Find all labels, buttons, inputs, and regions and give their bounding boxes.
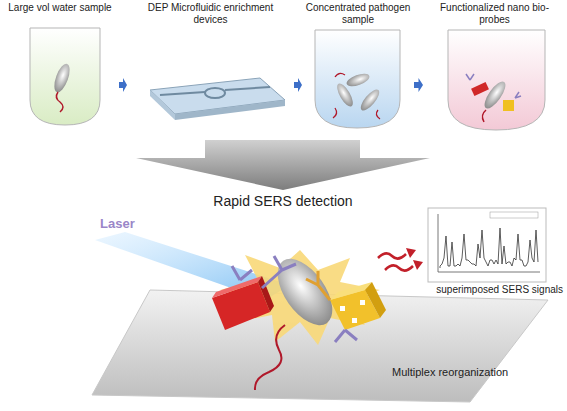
probe-tube: Functionalized nano bio-probes [424, 2, 565, 152]
stage-label: Functionalized nano bio-probes [424, 2, 565, 26]
stage-title: Rapid SERS detection [213, 193, 352, 209]
microfluidic-device: DEP Microfluidic enrichment devices [128, 2, 293, 152]
stage-label: DEP Microfluidic enrichment devices [128, 2, 293, 26]
stage-label: Concentrated pathogen sample [303, 2, 413, 26]
flow-arrow [414, 78, 423, 92]
arrow-shape [414, 78, 423, 92]
laser-label: Laser [100, 216, 135, 231]
surface-label: Multiplex reorganization [392, 366, 508, 378]
spectrum-caption: superimposed SERS signals [436, 284, 563, 295]
sample-tube: Concentrated pathogen sample [303, 2, 413, 152]
stage-label: Large vol water sample [2, 2, 118, 14]
flow-arrow [119, 78, 127, 92]
arrow-shape [294, 78, 302, 92]
flow-arrow [294, 78, 302, 92]
arrow-shape [119, 78, 127, 92]
sample-tube: Large vol water sample [2, 2, 118, 152]
